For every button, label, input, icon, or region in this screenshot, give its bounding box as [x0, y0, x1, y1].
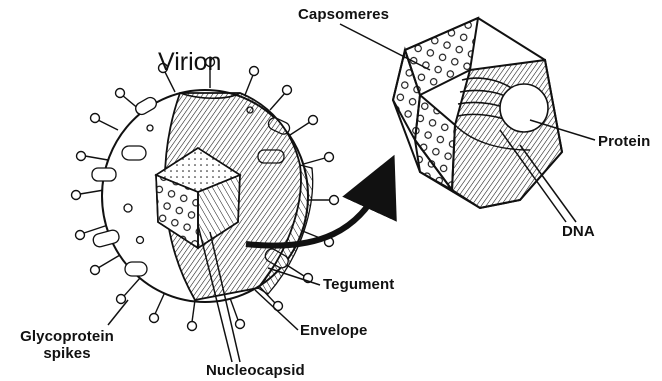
- label-capsomeres: Capsomeres: [298, 6, 389, 23]
- label-glycoprotein-line1: Glycoprotein: [6, 328, 128, 345]
- virion-illustration: [72, 58, 339, 331]
- label-glycoprotein-spikes: Glycoprotein spikes: [6, 328, 128, 363]
- virion-title: Virion: [158, 48, 221, 77]
- label-envelope: Envelope: [300, 322, 368, 339]
- label-tegument: Tegument: [323, 276, 394, 293]
- label-nucleocapsid: Nucleocapsid: [206, 362, 305, 379]
- label-dna: DNA: [562, 223, 595, 240]
- label-glycoprotein-line2: spikes: [6, 345, 128, 362]
- label-protein: Protein: [598, 133, 650, 150]
- capsid-protein-core: [500, 84, 548, 132]
- capsid-detail: [393, 18, 562, 208]
